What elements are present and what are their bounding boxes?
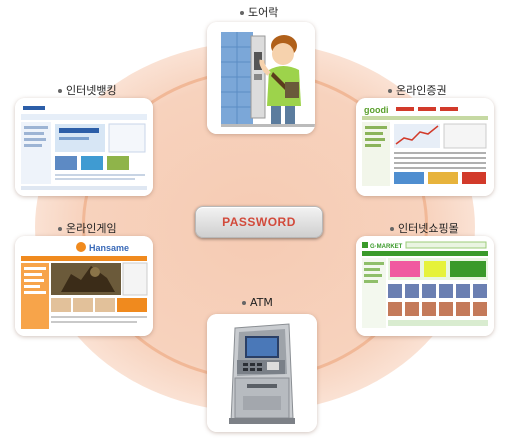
password-button[interactable]: PASSWORD	[195, 206, 323, 238]
label-atm: ATM	[242, 296, 273, 309]
label-stocks: 온라인증권	[388, 82, 447, 98]
stocks-screenshot-icon: goodi	[356, 98, 494, 196]
label-doorlock: 도어락	[240, 4, 278, 20]
card-shopping[interactable]: G·MARKET	[356, 236, 494, 336]
game-logo-text: Hansame	[89, 243, 129, 253]
label-game: 온라인게임	[58, 220, 117, 236]
bullet-icon	[58, 89, 62, 93]
label-doorlock-text: 도어락	[248, 6, 279, 19]
shopping-screenshot-icon: G·MARKET	[356, 236, 494, 336]
card-banking[interactable]	[15, 98, 153, 196]
atm-illustration-icon	[207, 314, 317, 432]
label-game-text: 온라인게임	[66, 222, 117, 235]
card-game[interactable]: Hansame	[15, 236, 153, 336]
label-shopping-text: 인터넷쇼핑몰	[398, 222, 459, 235]
label-stocks-text: 온라인증권	[396, 84, 447, 97]
label-banking-text: 인터넷뱅킹	[66, 84, 117, 97]
bullet-icon	[242, 301, 246, 305]
doorlock-illustration-icon	[207, 22, 315, 134]
game-screenshot-icon: Hansame	[15, 236, 153, 336]
card-doorlock[interactable]	[207, 22, 315, 134]
bullet-icon	[240, 11, 244, 15]
label-banking: 인터넷뱅킹	[58, 82, 117, 98]
shopping-logo-text: G·MARKET	[370, 244, 403, 250]
bullet-icon	[388, 89, 392, 93]
label-atm-text: ATM	[250, 296, 273, 309]
card-atm[interactable]	[207, 314, 317, 432]
card-stocks[interactable]: goodi	[356, 98, 494, 196]
bullet-icon	[58, 227, 62, 231]
bullet-icon	[390, 227, 394, 231]
banking-screenshot-icon	[15, 98, 153, 196]
label-shopping: 인터넷쇼핑몰	[390, 220, 459, 236]
stocks-logo-text: goodi	[364, 105, 389, 115]
